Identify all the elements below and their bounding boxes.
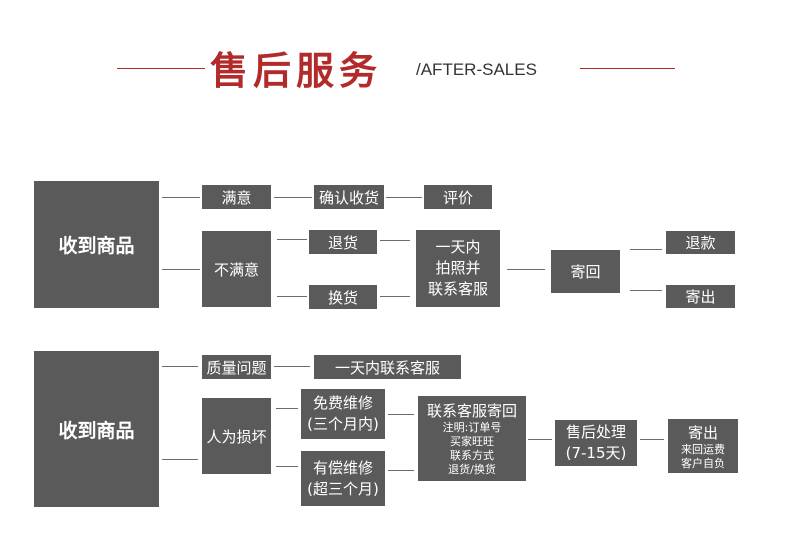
flow1-unsatisfied-label: 不满意 xyxy=(213,260,259,279)
connector xyxy=(277,296,307,297)
flow1-shipout-box: 寄出 xyxy=(666,285,735,308)
flow1-refund-label: 退款 xyxy=(685,234,716,252)
flow1-sendback-label: 寄回 xyxy=(570,263,601,281)
connector xyxy=(388,414,414,415)
connector xyxy=(507,269,545,270)
flow1-return-label: 退货 xyxy=(327,233,358,252)
flow2-note: 联系方式 xyxy=(450,449,494,462)
connector xyxy=(162,197,200,198)
connector xyxy=(386,197,422,198)
connector xyxy=(274,197,312,198)
flow2-aftersales-box: 售后处理 (7-15天) xyxy=(555,420,637,466)
flow2-contact-day-label: 一天内联系客服 xyxy=(334,358,440,377)
flow2-free-repair-line: (三个月内) xyxy=(307,415,379,433)
flow1-exchange-box: 换货 xyxy=(309,285,377,309)
flow1-contact-line: 联系客服 xyxy=(427,280,488,298)
flow2-contact-return-title: 联系客服寄回 xyxy=(426,402,517,420)
flow2-shipout-label: 寄出 xyxy=(687,423,718,442)
flow1-confirm-box: 确认收货 xyxy=(314,185,384,209)
flow2-shipout-box: 寄出 来回运费 客户自负 xyxy=(668,419,738,473)
flow1-sendback-box: 寄回 xyxy=(551,250,620,293)
flow2-paid-repair-line: (超三个月) xyxy=(307,479,379,498)
flow1-contact-line: 一天内 xyxy=(435,238,481,256)
connector xyxy=(274,366,310,367)
flow2-note: 买家旺旺 xyxy=(450,435,494,448)
flow1-review-box: 评价 xyxy=(424,185,492,209)
flow2-note: 退货/换货 xyxy=(448,463,496,476)
connector xyxy=(276,466,298,467)
flow2-ship-note: 来回运费 xyxy=(681,442,725,456)
page-title: 售后服务 xyxy=(210,49,383,93)
flow1-satisfied-box: 满意 xyxy=(202,185,271,209)
flow1-satisfied-label: 满意 xyxy=(221,188,252,207)
flow1-confirm-label: 确认收货 xyxy=(318,188,379,207)
flow2-damage-label: 人为损坏 xyxy=(206,427,267,446)
flow2-paid-repair-box: 有偿维修 (超三个月) xyxy=(301,451,385,506)
connector xyxy=(630,290,662,291)
header-left-rule xyxy=(117,68,205,69)
connector xyxy=(528,439,552,440)
flow2-quality-label: 质量问题 xyxy=(206,358,267,377)
flow2-damage-box: 人为损坏 xyxy=(202,398,271,474)
flow1-shipout-label: 寄出 xyxy=(685,288,716,306)
connector xyxy=(380,296,410,297)
flow1-start-label: 收到商品 xyxy=(58,235,135,257)
flow2-paid-repair-line: 有偿维修 xyxy=(312,458,373,477)
connector xyxy=(277,239,307,240)
flow1-review-label: 评价 xyxy=(442,188,473,207)
flow2-aftersales-line: (7-15天) xyxy=(565,444,627,462)
page-subtitle: /AFTER-SALES xyxy=(416,60,537,79)
flow2-note: 注明:订单号 xyxy=(442,421,502,434)
flow1-refund-box: 退款 xyxy=(666,231,735,254)
header-right-rule xyxy=(580,68,675,69)
connector xyxy=(630,249,662,250)
flow1-contact-box: 一天内 拍照并 联系客服 xyxy=(416,230,500,307)
connector xyxy=(380,240,410,241)
flow2-start-label: 收到商品 xyxy=(58,419,135,442)
connector xyxy=(162,366,198,367)
connector xyxy=(640,439,664,440)
flow2-ship-note: 客户自负 xyxy=(681,456,725,470)
flow2-quality-box: 质量问题 xyxy=(202,355,271,379)
flow1-start-box: 收到商品 xyxy=(34,181,159,308)
flow1-unsatisfied-box: 不满意 xyxy=(202,231,271,307)
flow2-start-box: 收到商品 xyxy=(34,351,159,507)
flow1-return-box: 退货 xyxy=(309,230,377,254)
flow2-aftersales-line: 售后处理 xyxy=(565,423,626,441)
flow2-free-repair-box: 免费维修 (三个月内) xyxy=(301,389,385,439)
connector xyxy=(388,470,414,471)
connector xyxy=(276,408,298,409)
flow2-contact-return-box: 联系客服寄回 注明:订单号 买家旺旺 联系方式 退货/换货 xyxy=(418,396,526,481)
connector xyxy=(162,459,198,460)
flow2-contact-day-box: 一天内联系客服 xyxy=(314,355,461,379)
flow1-contact-line: 拍照并 xyxy=(435,259,481,277)
flow1-exchange-label: 换货 xyxy=(327,288,358,307)
connector xyxy=(162,269,200,270)
flow2-free-repair-line: 免费维修 xyxy=(312,394,373,412)
